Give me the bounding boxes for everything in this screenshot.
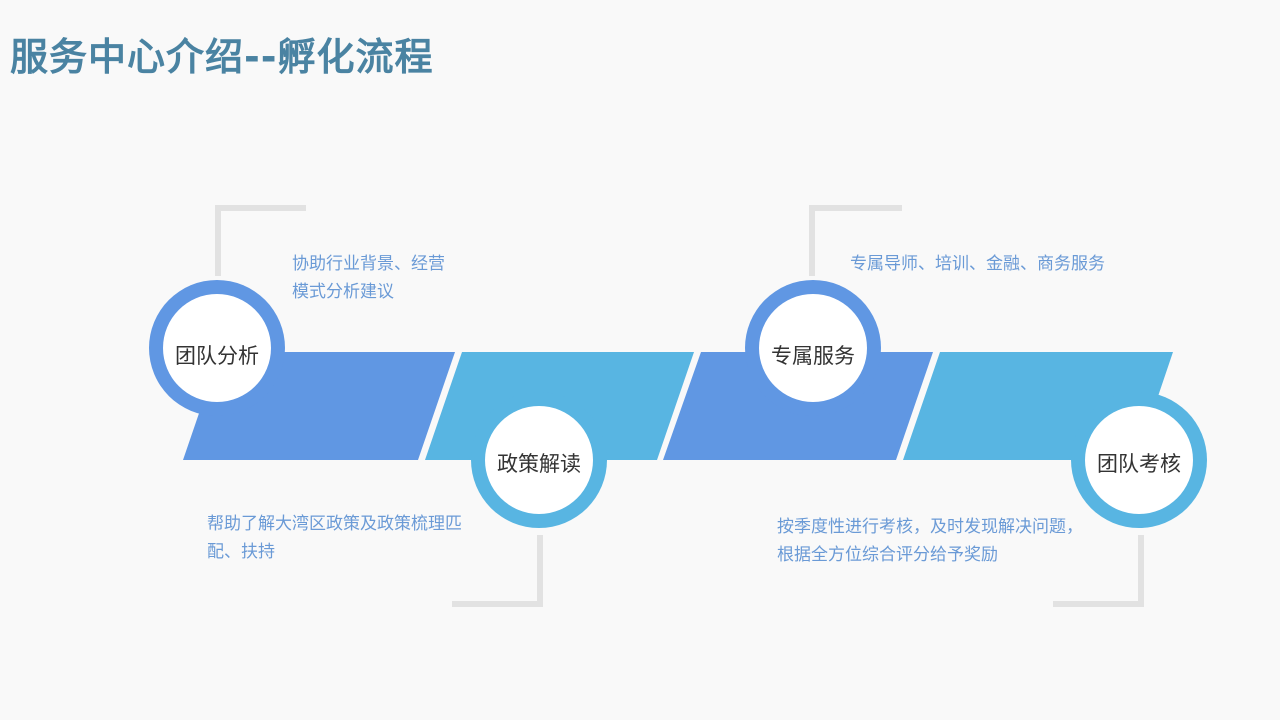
step-description-4: 按季度性进行考核，及时发现解决问题， 根据全方位综合评分给予奖励 xyxy=(777,517,1083,565)
step-circle-2-inner xyxy=(485,406,593,514)
bracket-step-1 xyxy=(215,205,306,276)
bracket-step-4 xyxy=(1053,535,1144,607)
step-description-3: 专属导师、培训、金融、商务服务 xyxy=(850,254,1105,274)
step-circle-1-inner xyxy=(163,294,271,402)
page-title: 服务中心介绍--孵化流程 xyxy=(10,35,434,79)
step-label-1: 团队分析 xyxy=(175,344,259,368)
bracket-step-2 xyxy=(452,535,543,607)
step-label-3: 专属服务 xyxy=(771,344,855,368)
step-description-1: 协助行业背景、经营 模式分析建议 xyxy=(292,254,445,302)
bracket-step-3 xyxy=(809,205,902,276)
step-description-2: 帮助了解大湾区政策及政策梳理匹 配、扶持 xyxy=(207,514,462,562)
step-label-4: 团队考核 xyxy=(1097,452,1181,476)
step-circle-4-inner xyxy=(1085,406,1193,514)
step-circle-3-inner xyxy=(759,294,867,402)
step-label-2: 政策解读 xyxy=(497,452,581,476)
